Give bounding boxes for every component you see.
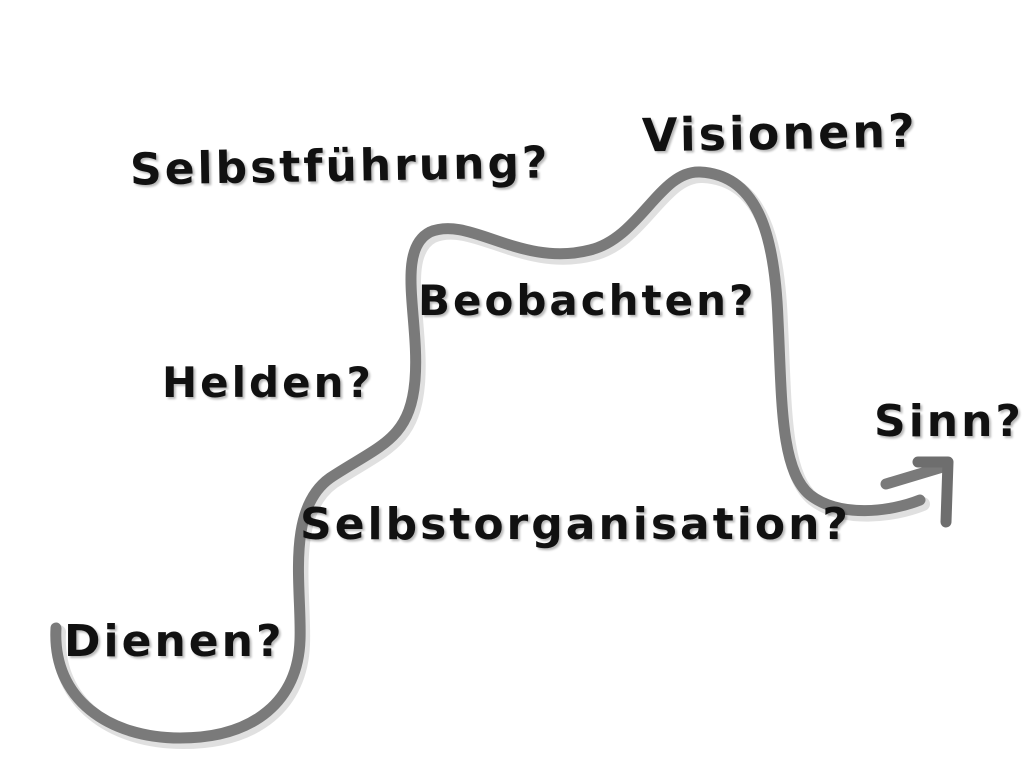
arrow-head-icon <box>912 456 954 528</box>
label-visionen: Visionen? <box>641 103 919 163</box>
label-dienen: Dienen? <box>64 616 285 667</box>
winding-path <box>50 166 926 744</box>
label-helden: Helden? <box>162 358 374 407</box>
label-selbstfuehrung: Selbstführung? <box>129 137 551 196</box>
label-beobachten: Beobachten? <box>418 276 757 325</box>
arrow-shaft <box>880 460 952 490</box>
label-sinn: Sinn? <box>874 396 1024 447</box>
label-selbstorganisation: Selbstorganisation? <box>300 499 851 550</box>
